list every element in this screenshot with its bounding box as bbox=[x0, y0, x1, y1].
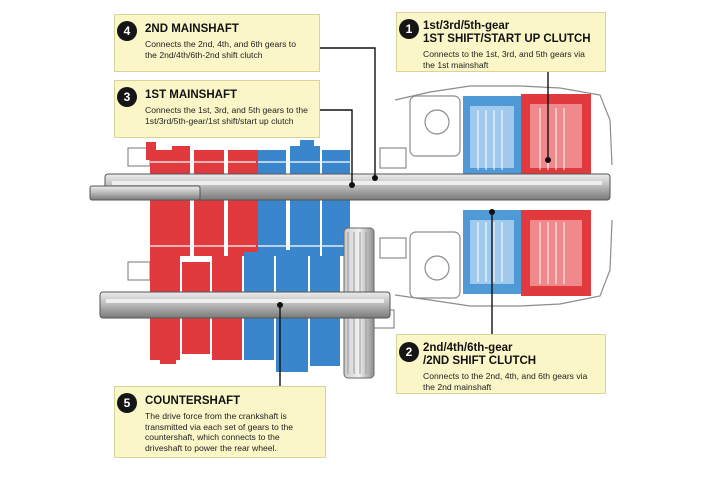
callout-1st-shift-clutch: 1st/3rd/5th-gear 1ST SHIFT/START UP CLUT… bbox=[396, 12, 606, 72]
callout-description: The drive force from the crankshaft is t… bbox=[145, 411, 294, 453]
callout-title: 2ND MAINSHAFT bbox=[145, 23, 239, 35]
number-badge-3: 3 bbox=[117, 87, 137, 107]
callout-title: 1ST MAINSHAFT bbox=[145, 89, 237, 101]
gear-teeth-upper bbox=[150, 161, 350, 247]
callout-1st-mainshaft: 1ST MAINSHAFT Connects the 1st, 3rd, and… bbox=[114, 80, 320, 138]
callout-countershaft: COUNTERSHAFT The drive force from the cr… bbox=[114, 386, 326, 458]
leader-dots bbox=[277, 157, 551, 308]
callout-description: Connects to the 1st, 3rd, and 5th gears … bbox=[423, 49, 585, 70]
callout-title: 2nd/4th/6th-gear bbox=[423, 342, 513, 354]
callout-subtitle: /2ND SHIFT CLUTCH bbox=[423, 355, 537, 367]
callout-description: Connects to the 2nd, 4th, and 6th gears … bbox=[423, 371, 588, 392]
callout-title: 1st/3rd/5th-gear bbox=[423, 20, 510, 32]
callout-description: Connects the 2nd, 4th, and 6th gears to … bbox=[145, 39, 296, 60]
callout-2nd-mainshaft: 2ND MAINSHAFT Connects the 2nd, 4th, and… bbox=[114, 14, 320, 72]
number-badge-2: 2 bbox=[399, 342, 419, 362]
callout-subtitle: 1ST SHIFT/START UP CLUTCH bbox=[423, 33, 591, 45]
callout-2nd-shift-clutch: 2nd/4th/6th-gear /2ND SHIFT CLUTCH Conne… bbox=[396, 334, 606, 394]
callout-description: Connects the 1st, 3rd, and 5th gears to … bbox=[145, 105, 308, 126]
countershaft bbox=[99, 291, 391, 319]
number-badge-4: 4 bbox=[117, 21, 137, 41]
odd-gears-upper bbox=[146, 142, 258, 264]
number-badge-1: 1 bbox=[399, 19, 419, 39]
callout-title: COUNTERSHAFT bbox=[145, 395, 241, 407]
inner-shaft bbox=[89, 185, 201, 201]
number-badge-5: 5 bbox=[117, 393, 137, 413]
